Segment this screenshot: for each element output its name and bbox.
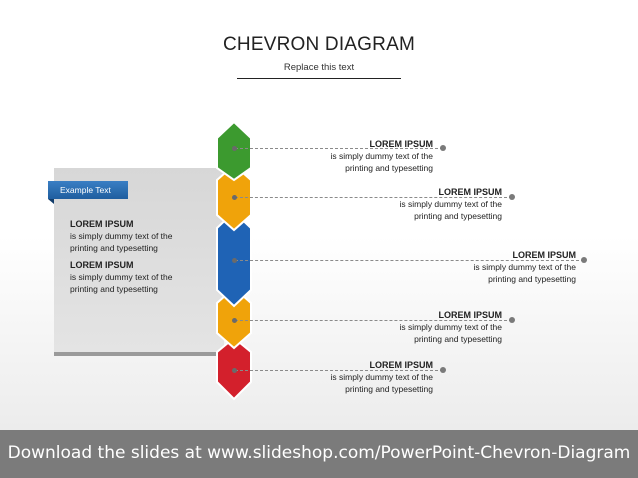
panel-block-line: printing and typesetting	[70, 243, 158, 253]
callout-line: printing and typesetting	[488, 274, 576, 284]
callout-heading: LOREM IPSUM	[512, 250, 576, 260]
callout-line: printing and typesetting	[345, 163, 433, 173]
callout-4: LOREM IPSUM is simply dummy text of the …	[399, 309, 502, 345]
connector-line-4	[235, 320, 512, 321]
panel-block-line: is simply dummy text of the	[70, 231, 173, 241]
slide: CHEVRON DIAGRAM Replace this text Exampl…	[0, 0, 638, 430]
panel-block-heading: LOREM IPSUM	[70, 260, 134, 270]
callout-line: is simply dummy text of the	[330, 372, 433, 382]
callout-heading: LOREM IPSUM	[438, 187, 502, 197]
callout-line: printing and typesetting	[414, 211, 502, 221]
panel-text-block-1: LOREM IPSUM is simply dummy text of the …	[70, 218, 173, 254]
chevron-dot-3	[232, 258, 237, 263]
callout-heading: LOREM IPSUM	[438, 310, 502, 320]
endpoint-dot-3	[581, 257, 587, 263]
download-footer: Download the slides at www.slideshop.com…	[0, 430, 638, 478]
callout-heading: LOREM IPSUM	[369, 139, 433, 149]
chevron-dot-1	[232, 146, 237, 151]
callout-5: LOREM IPSUM is simply dummy text of the …	[330, 359, 433, 395]
connector-line-2	[235, 197, 512, 198]
example-text-tab: Example Text	[48, 181, 128, 199]
chevron-dot-4	[232, 318, 237, 323]
tab-fold	[48, 199, 54, 204]
panel-block-line: is simply dummy text of the	[70, 272, 173, 282]
title-underline	[237, 78, 401, 79]
panel-text-block-2: LOREM IPSUM is simply dummy text of the …	[70, 259, 173, 295]
callout-heading: LOREM IPSUM	[369, 360, 433, 370]
callout-line: is simply dummy text of the	[399, 322, 502, 332]
endpoint-dot-2	[509, 194, 515, 200]
endpoint-dot-4	[509, 317, 515, 323]
callout-line: printing and typesetting	[345, 384, 433, 394]
callout-line: is simply dummy text of the	[399, 199, 502, 209]
endpoint-dot-5	[440, 367, 446, 373]
callout-2: LOREM IPSUM is simply dummy text of the …	[399, 186, 502, 222]
chevron-stack	[216, 120, 252, 401]
callout-line: is simply dummy text of the	[330, 151, 433, 161]
connector-line-5	[235, 370, 443, 371]
chevron-dot-2	[232, 195, 237, 200]
callout-line: printing and typesetting	[414, 334, 502, 344]
panel-block-line: printing and typesetting	[70, 284, 158, 294]
connector-line-3	[235, 260, 584, 261]
callout-1: LOREM IPSUM is simply dummy text of the …	[330, 138, 433, 174]
callout-line: is simply dummy text of the	[473, 262, 576, 272]
panel-block-heading: LOREM IPSUM	[70, 219, 134, 229]
download-link-text[interactable]: Download the slides at www.slideshop.com…	[7, 443, 631, 463]
callout-3: LOREM IPSUM is simply dummy text of the …	[473, 249, 576, 285]
chevron-dot-5	[232, 368, 237, 373]
chevron-1	[216, 120, 252, 182]
connector-line-1	[235, 148, 443, 149]
panel-shadow	[54, 352, 224, 356]
slide-title: CHEVRON DIAGRAM	[223, 34, 415, 55]
slide-subtitle: Replace this text	[283, 62, 355, 73]
endpoint-dot-1	[440, 145, 446, 151]
